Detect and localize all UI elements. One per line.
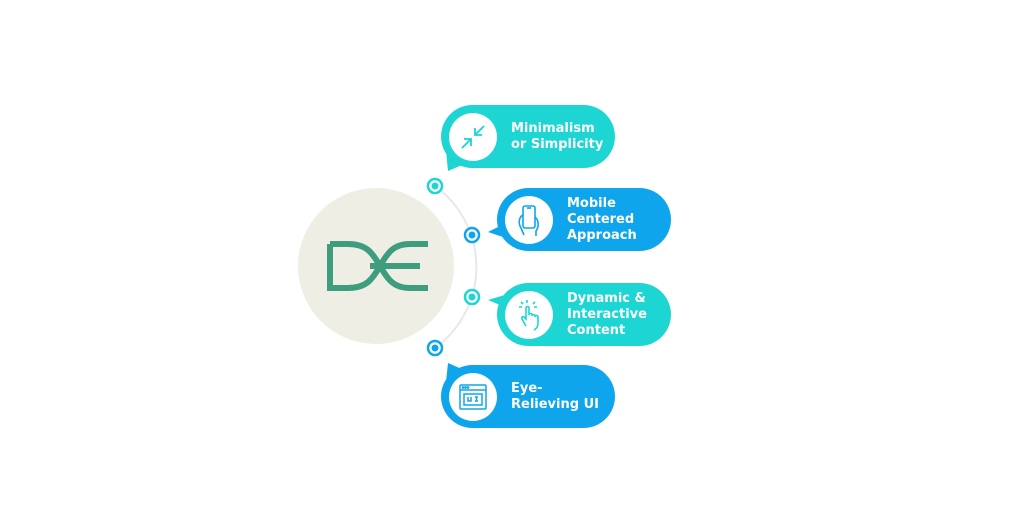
timeline-dot [426,177,444,195]
item-label: Eye-Relieving UI [511,380,599,412]
timeline-dot [426,339,444,357]
connector-arc [434,185,478,349]
arrows-in-icon [449,112,497,161]
hand-phone-icon [505,195,553,244]
tap-hand-icon [505,290,553,339]
timeline-dot [463,288,481,306]
de-logo [327,241,428,291]
item-eye-relieving: Eye-Relieving UI [441,365,615,428]
ui-window-icon [449,372,497,421]
timeline-dot [463,226,481,244]
